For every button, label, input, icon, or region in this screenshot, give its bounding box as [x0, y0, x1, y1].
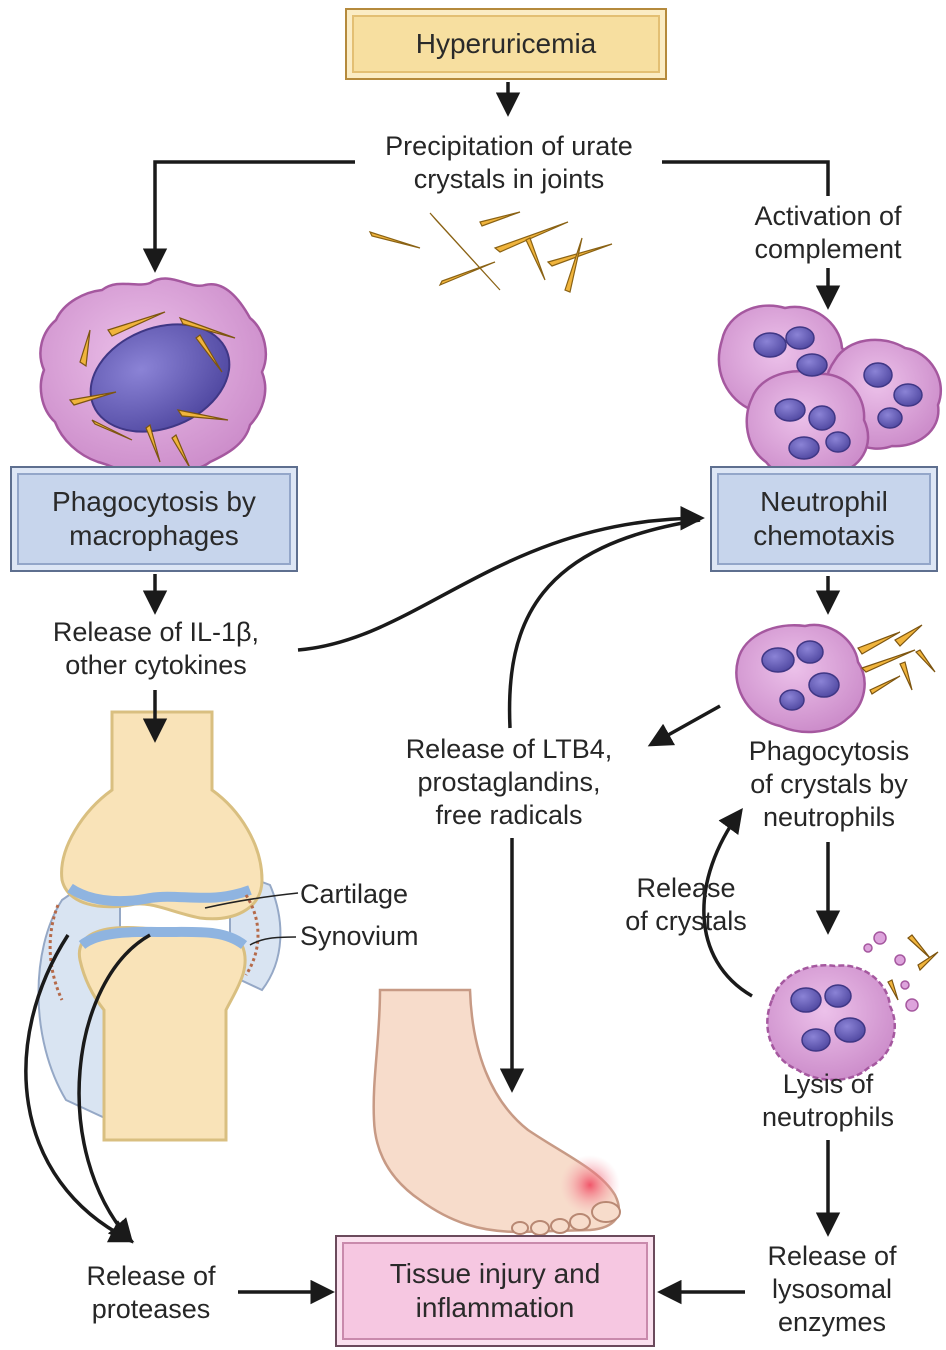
- neutrophil-cluster-illustration: [719, 306, 941, 482]
- neutrophil-phagocytosing-illustration: [736, 625, 935, 732]
- lysis-neutrophils-label: Lysis of neutrophils: [738, 1068, 918, 1134]
- knee-joint-illustration: [38, 712, 280, 1140]
- release-lysosomal-label: Release of lysosomal enzymes: [742, 1240, 922, 1339]
- phagocytosis-macrophages-box: Phagocytosis by macrophages: [10, 466, 298, 572]
- tissue-injury-box: Tissue injury and inflammation: [335, 1235, 655, 1347]
- activation-complement-label: Activation of complement: [730, 200, 926, 266]
- macrophage-illustration: [40, 279, 265, 477]
- release-ltb4-label: Release of LTB4, prostaglandins, free ra…: [378, 733, 640, 832]
- hyperuricemia-box: Hyperuricemia: [345, 8, 667, 80]
- neutrophil-chemotaxis-box: Neutrophil chemotaxis: [710, 466, 938, 572]
- lysing-neutrophil-illustration: [767, 932, 938, 1080]
- cartilage-label: Cartilage: [300, 878, 430, 911]
- synovium-label: Synovium: [300, 920, 440, 953]
- release-crystals-label: Release of crystals: [604, 872, 768, 938]
- phagocytosis-crystals-label: Phagocytosis of crystals by neutrophils: [726, 735, 932, 834]
- release-il1b-label: Release of IL-1β, other cytokines: [20, 616, 292, 682]
- foot-illustration: [374, 990, 620, 1235]
- precipitation-label: Precipitation of urate crystals in joint…: [350, 130, 668, 196]
- release-proteases-label: Release of proteases: [60, 1260, 242, 1326]
- urate-crystals-illustration: [370, 212, 612, 292]
